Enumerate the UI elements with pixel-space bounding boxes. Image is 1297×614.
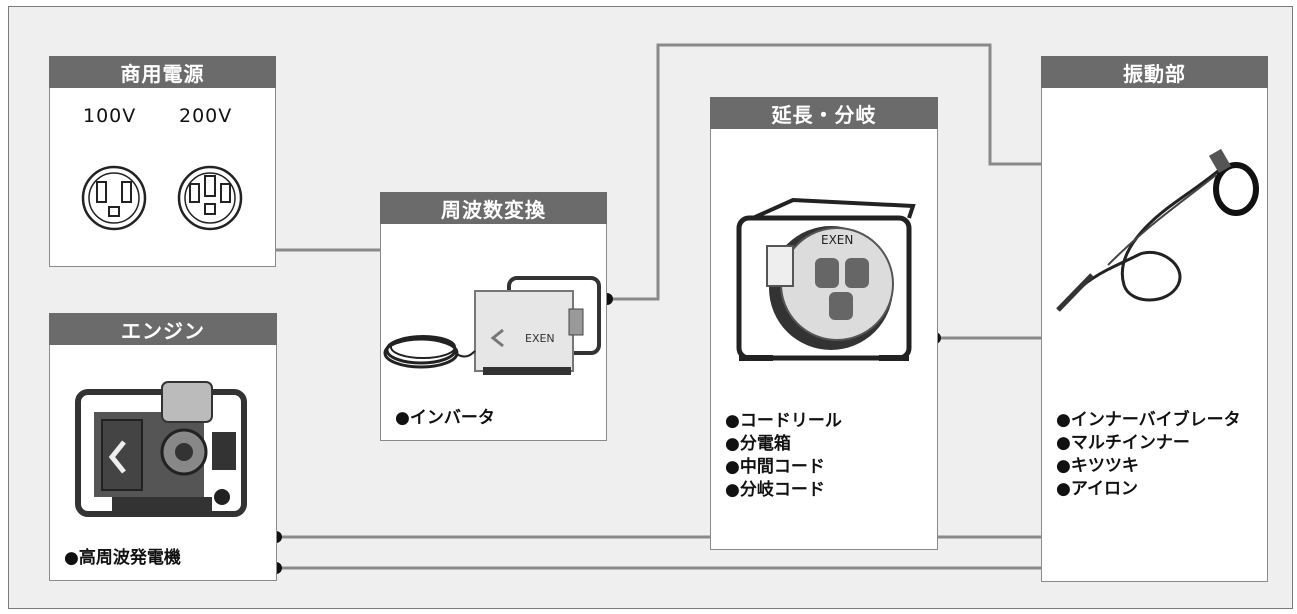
outlet-100v-icon xyxy=(81,165,147,231)
extension-item-list: ●コードリール ●分電箱 ●中間コード ●分岐コード xyxy=(725,410,842,502)
vibration-item-list: ●インナーバイブレータ ●マルチインナー ●キツツキ ●アイロン xyxy=(1056,409,1241,501)
outlet-200v-icon xyxy=(177,165,243,231)
box-title: 周波数変換 xyxy=(380,192,607,224)
list-item: ●インバータ xyxy=(395,408,495,428)
vibrator-icon xyxy=(1056,148,1259,312)
box-commercial-power: 商用電源 100V 200V xyxy=(49,56,276,267)
engine-item-list: ●高周波発電機 xyxy=(64,547,181,570)
inverter-icon: EXEN xyxy=(383,276,601,375)
list-item: ●アイロン xyxy=(1056,479,1138,499)
box-extension-branch: 延長・分岐 EXEN ●コードリール ●分電箱 ●中間コード ●分岐コード xyxy=(710,97,938,550)
box-title: エンジン xyxy=(49,313,277,345)
svg-text:EXEN: EXEN xyxy=(525,332,555,345)
box-title: 振動部 xyxy=(1041,56,1268,88)
list-item: ●インナーバイブレータ xyxy=(1056,410,1241,430)
voltage-100v-label: 100V xyxy=(83,105,137,127)
list-item: ●高周波発電機 xyxy=(64,548,181,568)
box-vibration-unit: 振動部 ●インナーバイブレータ ●マルチインナー ●キツツキ ●アイロン xyxy=(1041,56,1268,582)
box-engine: エンジン ●高周波発電機 xyxy=(49,313,277,581)
box-frequency-conversion: 周波数変換 EXEN ●インバータ xyxy=(380,192,607,441)
generator-icon xyxy=(75,381,247,517)
voltage-200v-label: 200V xyxy=(179,105,233,127)
box-title: 延長・分岐 xyxy=(710,97,938,129)
cord-reel-icon: EXEN xyxy=(736,197,916,361)
list-item: ●分電箱 xyxy=(725,434,791,454)
wire-inverter-to-vibration xyxy=(607,43,1041,301)
list-item: ●キツツキ xyxy=(1056,456,1139,476)
list-item: ●コードリール xyxy=(725,411,842,431)
frequency-item-list: ●インバータ xyxy=(395,407,495,430)
list-item: ●分岐コード xyxy=(725,480,825,500)
list-item: ●マルチインナー xyxy=(1056,433,1190,453)
list-item: ●中間コード xyxy=(725,457,825,477)
svg-text:EXEN: EXEN xyxy=(821,233,853,247)
box-title: 商用電源 xyxy=(49,56,276,88)
